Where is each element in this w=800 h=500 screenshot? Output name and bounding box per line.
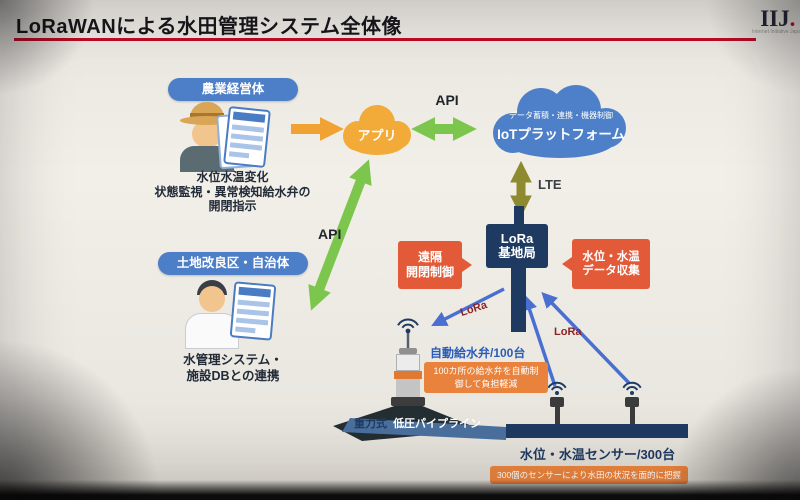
base-station-pole (511, 268, 526, 332)
sensor-note: 300個のセンサーにより水田の状況を面的に把握 (490, 466, 688, 484)
lora-arrow-sensor2 (541, 292, 631, 385)
base-station-antenna (514, 206, 524, 226)
valve-lower-body (396, 379, 420, 397)
callout-collect-line2: データ収集 (582, 265, 640, 277)
tablet-icon-municipality (229, 281, 277, 341)
iot-cloud-label: IoTプラットフォーム (497, 127, 625, 142)
tablet-screen-header (232, 111, 266, 123)
app-cloud-label: アプリ (357, 128, 397, 143)
lte-label: LTE (538, 177, 562, 192)
pipeline-prefix: 重力式 (354, 418, 387, 430)
valve-orange-ring (394, 371, 422, 379)
sensor-icon-2 (625, 397, 639, 424)
valve-wifi-icon (397, 318, 419, 351)
callout-remote-control: 遠隔 開閉制御 (398, 241, 462, 289)
callout-collect-pointer (562, 257, 572, 271)
api-label-top: API (435, 92, 459, 108)
valve-label: 自動給水弁/100台 (430, 346, 526, 360)
municipality-description: 水管理システム・ 施設DBとの連携 (152, 352, 314, 385)
sensor-icon-1 (550, 397, 564, 424)
sensor-head (550, 397, 564, 407)
valve-note: 100カ所の給水弁を自動制御して負担軽減 (424, 362, 548, 394)
tablet-screen-row (236, 308, 270, 317)
tablet-screen-header (238, 286, 271, 298)
valve-upper-body (396, 354, 420, 371)
municipality-group-label: 土地改良区・自治体 (158, 252, 308, 275)
base-station-line1: LoRa (500, 230, 534, 246)
valve-base (391, 397, 425, 406)
callout-remote-line2: 開閉制御 (405, 265, 454, 279)
tablet-screen-row (235, 326, 256, 334)
municipality-desc-line2: 施設DBとの連携 (186, 369, 280, 384)
farmer-description: 水位水温変化 状態監視・異常検知給水弁の 開閉指示 (150, 170, 315, 214)
sensor-pole (630, 407, 635, 424)
tablet-screen-row (230, 133, 264, 142)
farmer-desc-line2: 状態監視・異常検知給水弁の (154, 184, 311, 199)
sensor2-wifi-icon (622, 381, 642, 395)
farmer-group-label: 農業経営体 (168, 78, 298, 101)
callout-remote-line1: 遠隔 (417, 250, 442, 264)
valve-icon (388, 348, 428, 408)
tablet-icon-front (223, 105, 271, 169)
tablet-screen-row (229, 142, 263, 151)
pipeline-name: 低圧パイプライン (393, 418, 482, 430)
tablet-screen-row (228, 151, 250, 159)
iot-cloud-subtext: データ蓄積・連携・機器制御 (509, 111, 613, 120)
sensor-head (625, 397, 639, 407)
base-station-box: LoRa 基地局 (486, 224, 548, 268)
callout-collect-line1: 水位・水温 (582, 250, 640, 263)
iot-platform-cloud (493, 85, 626, 158)
farmer-desc-line3: 開閉指示 (208, 199, 257, 214)
callout-data-collection: 水位・水温 データ収集 (572, 239, 650, 289)
callout-remote-pointer (462, 258, 472, 272)
tablet-screen-row (237, 299, 270, 308)
sensor1-wifi-icon (547, 381, 567, 395)
sensor-pole (555, 407, 560, 424)
api-label-diagonal: API (318, 226, 342, 242)
pipeline-label: 重力式 低圧パイプライン (354, 415, 481, 431)
sensor-label: 水位・水温センサー/300台 (519, 447, 676, 462)
tablet-screen-row (235, 317, 269, 326)
farmer-desc-line1: 水位水温変化 (196, 170, 269, 184)
tablet-screen-row (231, 124, 265, 133)
municipality-desc-line1: 水管理システム・ (183, 353, 283, 367)
paddy-field-bar (506, 424, 688, 438)
base-station-line2: 基地局 (498, 246, 536, 261)
person-face (199, 286, 225, 312)
lora-label-sensor: LoRa (554, 326, 582, 338)
